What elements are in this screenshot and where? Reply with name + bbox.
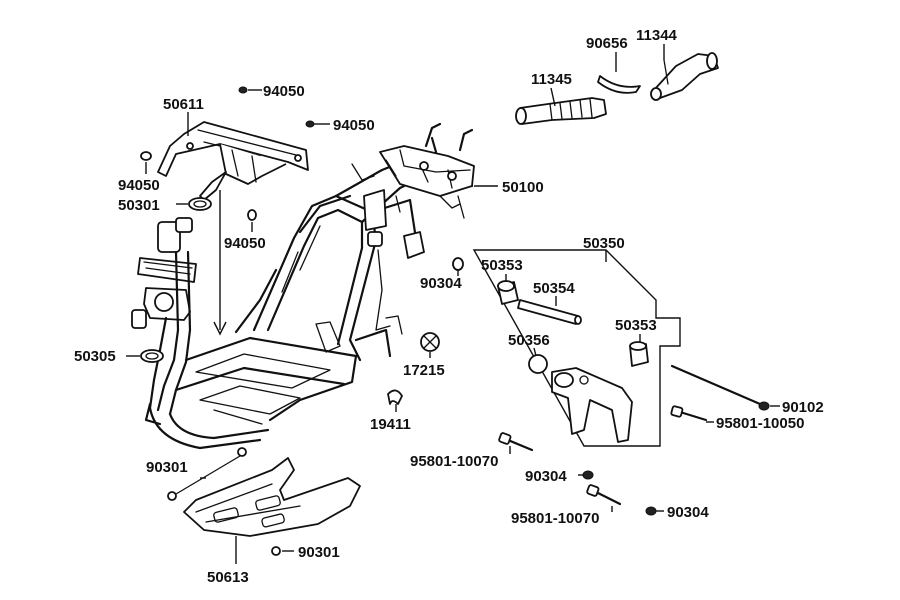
label-94050-top: 94050 [263,83,305,100]
label-94050-left: 94050 [118,177,160,194]
label-95801-10070-right: 95801-10070 [511,510,599,527]
upper-bracket-50611 [157,121,309,201]
label-94050-lower: 94050 [224,235,266,252]
label-50305: 50305 [74,348,116,365]
skid-plate-50613 [183,457,361,537]
label-90301-left: 90301 [146,459,188,476]
label-50353-left: 50353 [481,257,523,274]
label-50301: 50301 [118,197,160,214]
label-95801-10070-left: 95801-10070 [410,453,498,470]
main-frame [131,122,475,450]
part-labels: 50611 94050 94050 94050 50301 94050 5030… [74,27,824,586]
label-50350: 50350 [583,235,625,252]
intake-hoses [515,52,719,125]
label-50354: 50354 [533,280,575,297]
label-90301-bottom: 90301 [298,544,340,561]
label-50613: 50613 [207,569,249,586]
label-50356: 50356 [508,332,550,349]
label-90304-upper: 90304 [420,275,462,292]
label-90102: 90102 [782,399,824,416]
label-50100: 50100 [502,179,544,196]
label-50353-right: 50353 [615,317,657,334]
label-95801-10050: 95801-10050 [716,415,804,432]
label-17215: 17215 [403,362,445,379]
label-90304-right: 90304 [667,504,709,521]
label-11344: 11344 [636,27,678,44]
label-19411: 19411 [370,416,411,433]
label-11345: 11345 [531,71,572,88]
label-94050-mid: 94050 [333,117,375,134]
leader-lines [126,44,780,564]
engine-hanger-50350 [472,249,681,447]
label-50611: 50611 [163,96,204,113]
label-90304-lower: 90304 [525,468,567,485]
label-90656: 90656 [586,35,628,52]
